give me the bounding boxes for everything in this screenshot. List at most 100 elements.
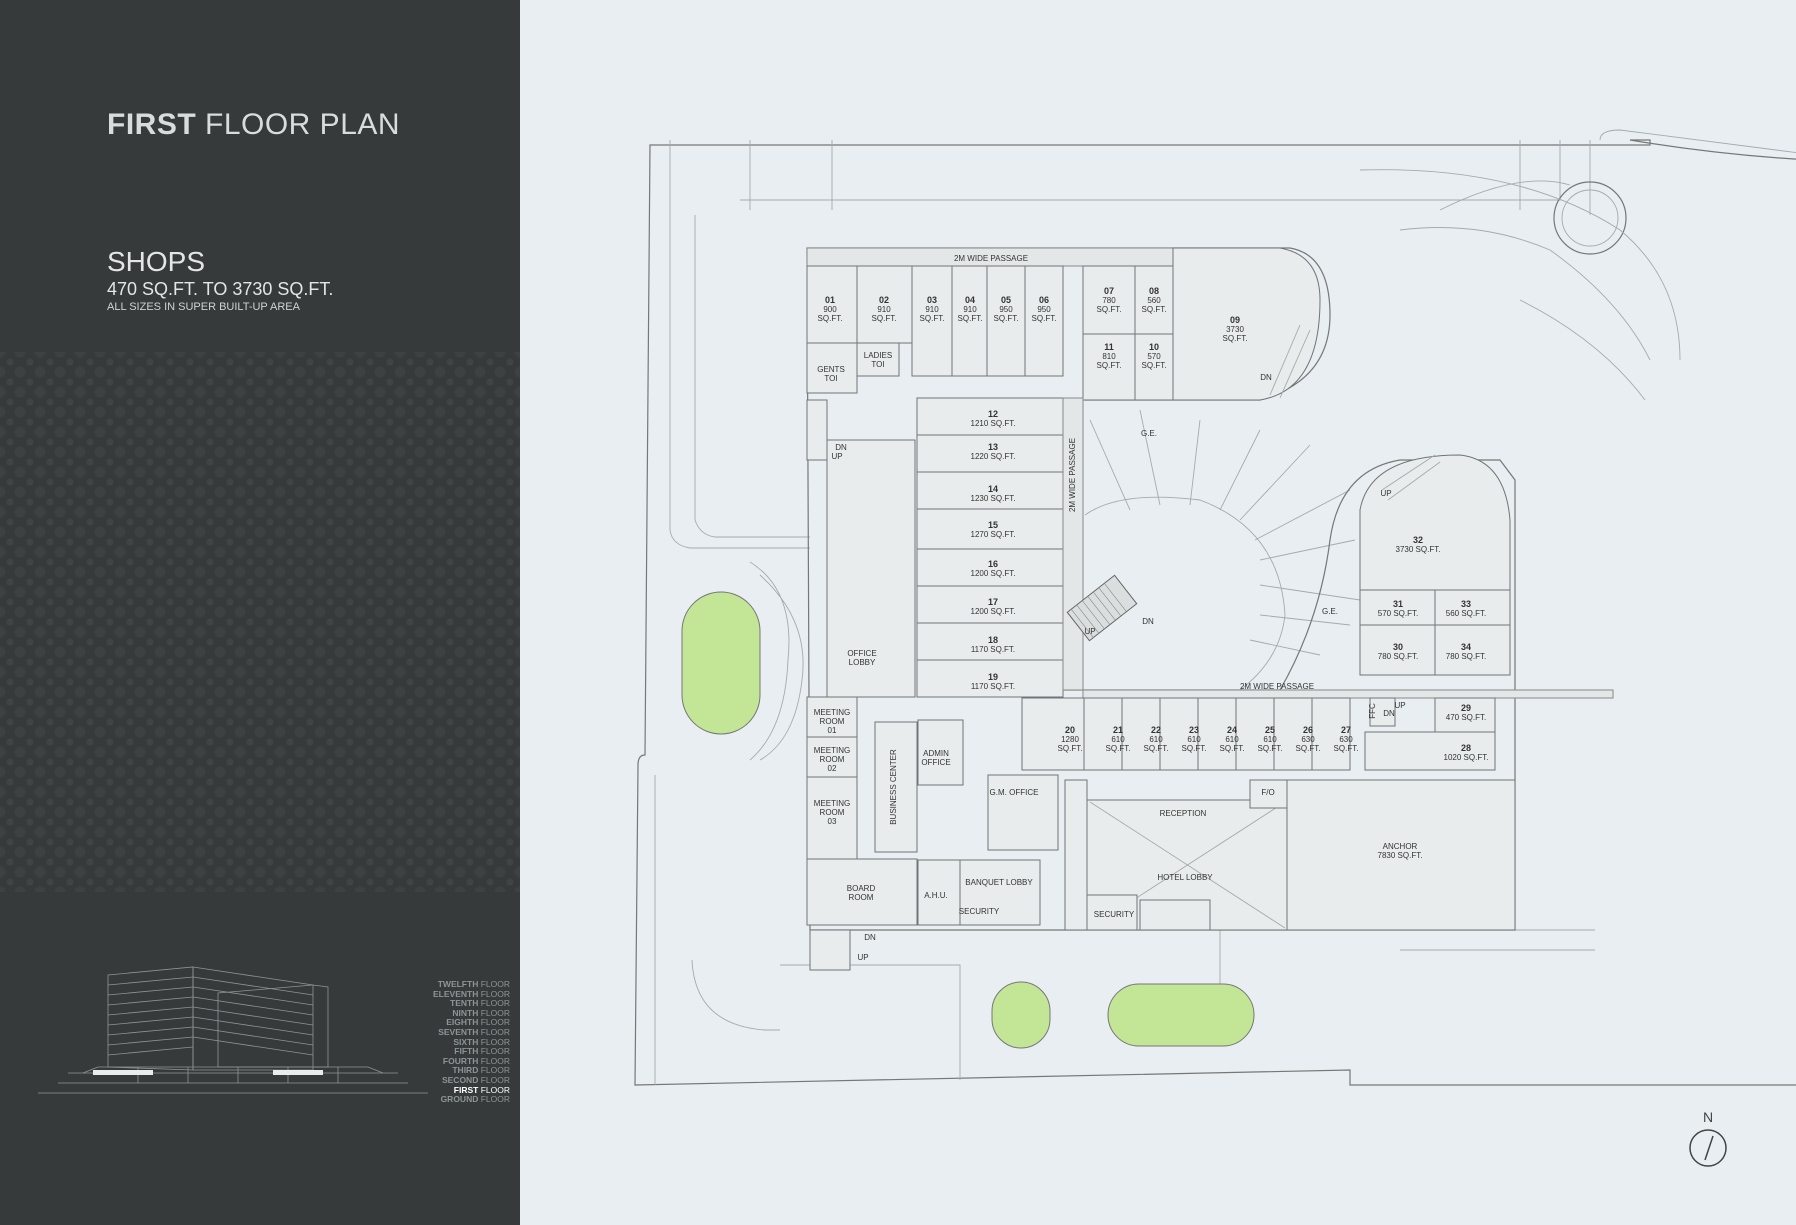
floor-name: FIRST xyxy=(453,1084,479,1095)
shop-area: 810 xyxy=(1102,352,1116,361)
shop-area: 900 xyxy=(823,305,837,314)
office-lobby-label: LOBBY xyxy=(849,658,876,667)
shop-area: 780 SQ.FT. xyxy=(1378,652,1418,661)
landscape-curve xyxy=(1399,180,1651,401)
floor-word: FLOOR xyxy=(478,1074,510,1085)
shop-number: 21 xyxy=(1113,725,1123,735)
floor-name: NINTH xyxy=(452,1007,479,1018)
title-bold: FIRST xyxy=(107,108,197,141)
passage-vertical-label: 2M WIDE PASSAGE xyxy=(1068,438,1077,512)
shop-area: 630 xyxy=(1339,735,1353,744)
green-lawn-bottom-large xyxy=(1107,983,1255,1047)
stair-up-label: UP xyxy=(857,953,868,962)
escalator-32 xyxy=(1381,454,1441,501)
shop-area: 570 xyxy=(1147,352,1161,361)
security-label: SECURITY xyxy=(959,907,1000,916)
shop-number: 07 xyxy=(1104,286,1114,296)
floor-item: FOURTH FLOOR xyxy=(433,1055,510,1067)
shop-area-unit: SQ.FT. xyxy=(1097,305,1122,314)
shop-number: 13 xyxy=(988,442,998,452)
floor-item: FIFTH FLOOR xyxy=(433,1046,510,1057)
shop-area-unit: SQ.FT. xyxy=(1223,334,1248,343)
shop-area: 910 xyxy=(925,305,939,314)
floor-name: FOURTH xyxy=(442,1055,479,1066)
shops-size-range: 470 SQ.FT. TO 3730 SQ.FT. xyxy=(107,279,334,299)
meeting-room-02-label: 02 xyxy=(828,764,837,773)
center-escalator xyxy=(1066,574,1138,642)
shop-area: 1200 SQ.FT. xyxy=(971,569,1016,578)
shop-area: 1280 xyxy=(1061,735,1079,744)
shop-number: 33 xyxy=(1461,599,1471,609)
road-line xyxy=(740,129,1796,201)
floor-name: TWELFTH xyxy=(437,979,479,989)
shop-area: 1200 SQ.FT. xyxy=(971,607,1016,616)
floor-item: SEVENTH FLOOR xyxy=(433,1027,510,1038)
shop-area-unit: SQ.FT. xyxy=(958,314,983,323)
shop-labels: 01900SQ.FT.02910SQ.FT.03910SQ.FT.04910SQ… xyxy=(818,286,1489,762)
reception-label: RECEPTION xyxy=(1160,809,1207,818)
shop-area-unit: SQ.FT. xyxy=(1334,744,1359,753)
floor-item: GROUND FLOOR xyxy=(433,1094,510,1105)
floor-item: SIXTH FLOOR xyxy=(433,1037,510,1048)
gm-office-label: G.M. OFFICE xyxy=(990,788,1039,797)
shop-number: 03 xyxy=(927,295,937,305)
shop-area: 950 xyxy=(999,305,1013,314)
shops-30-34 xyxy=(1359,589,1511,676)
ffc-label: FFC xyxy=(1368,703,1377,719)
floor-plan: 2M WIDE PASSAGE 2M WIDE PASSAGE 2M WIDE … xyxy=(634,129,1796,1086)
shop-number: 34 xyxy=(1461,642,1471,652)
admin-office-label: ADMIN xyxy=(923,749,949,758)
landscape-curve xyxy=(1359,169,1681,361)
ladies-toilet-label: TOI xyxy=(871,360,884,369)
shop-area-unit: SQ.FT. xyxy=(1106,744,1131,753)
floor-word: FLOOR xyxy=(478,1084,510,1095)
shop-number: 31 xyxy=(1393,599,1403,609)
shop-area: 780 xyxy=(1102,296,1116,305)
shop-area: 610 xyxy=(1225,735,1239,744)
roundabout xyxy=(1553,181,1627,255)
ladies-toilet-label: LADIES xyxy=(864,351,892,360)
shop-area: 910 xyxy=(963,305,977,314)
shop-area-unit: SQ.FT. xyxy=(1097,361,1122,370)
meeting-room-03-label: 03 xyxy=(828,817,837,826)
compass-label: N xyxy=(1703,1110,1713,1125)
bottom-passage xyxy=(1082,689,1614,699)
shop-number: 25 xyxy=(1265,725,1275,735)
shop-area: 3730 SQ.FT. xyxy=(1396,545,1441,554)
floor-name: ELEVENTH xyxy=(433,988,479,999)
stair-up-label: UP xyxy=(1084,627,1095,636)
shop-area: 1270 SQ.FT. xyxy=(971,530,1016,539)
north-compass-icon: N xyxy=(1689,1110,1727,1167)
floor-item: THIRD FLOOR xyxy=(433,1066,510,1076)
gents-toilet-label: GENTS xyxy=(817,365,845,374)
shop-area: 1170 SQ.FT. xyxy=(971,682,1015,691)
shop-area-unit: SQ.FT. xyxy=(1144,744,1169,753)
page-title: FIRST FLOOR PLAN xyxy=(107,108,400,142)
shop-area: 910 xyxy=(877,305,891,314)
shop-number: 02 xyxy=(879,295,889,305)
shop-number: 24 xyxy=(1227,725,1237,735)
board-room-label: ROOM xyxy=(849,893,874,902)
meeting-room-01-label: MEETING xyxy=(814,708,850,717)
ge-label: G.E. xyxy=(1141,429,1157,438)
shop-number: 11 xyxy=(1104,342,1114,352)
shop-area: 570 SQ.FT. xyxy=(1378,609,1418,618)
meeting-room-02-label: ROOM xyxy=(820,755,845,764)
shop-area-unit: SQ.FT. xyxy=(1142,361,1167,370)
shop-area-unit: SQ.FT. xyxy=(1258,744,1283,753)
decorative-pattern xyxy=(0,352,520,892)
amphitheater xyxy=(749,561,804,761)
road-line xyxy=(654,775,780,1085)
shop-09-room xyxy=(1172,247,1321,401)
site-boundary xyxy=(634,139,1796,1086)
anchor-label: ANCHOR 7830 SQ.FT. xyxy=(1378,842,1423,860)
floor-word: FLOOR xyxy=(478,1007,510,1018)
shop-number: 01 xyxy=(825,295,835,305)
shop-area: 780 SQ.FT. xyxy=(1446,652,1486,661)
board-room-label: BOARD xyxy=(847,884,876,893)
shop-number: 08 xyxy=(1149,286,1159,296)
radiating-fan xyxy=(1084,409,1361,691)
hotel-lobby-label: HOTEL LOBBY xyxy=(1157,873,1213,882)
shop-number: 06 xyxy=(1039,295,1049,305)
shops-12-19-column xyxy=(916,397,1064,698)
